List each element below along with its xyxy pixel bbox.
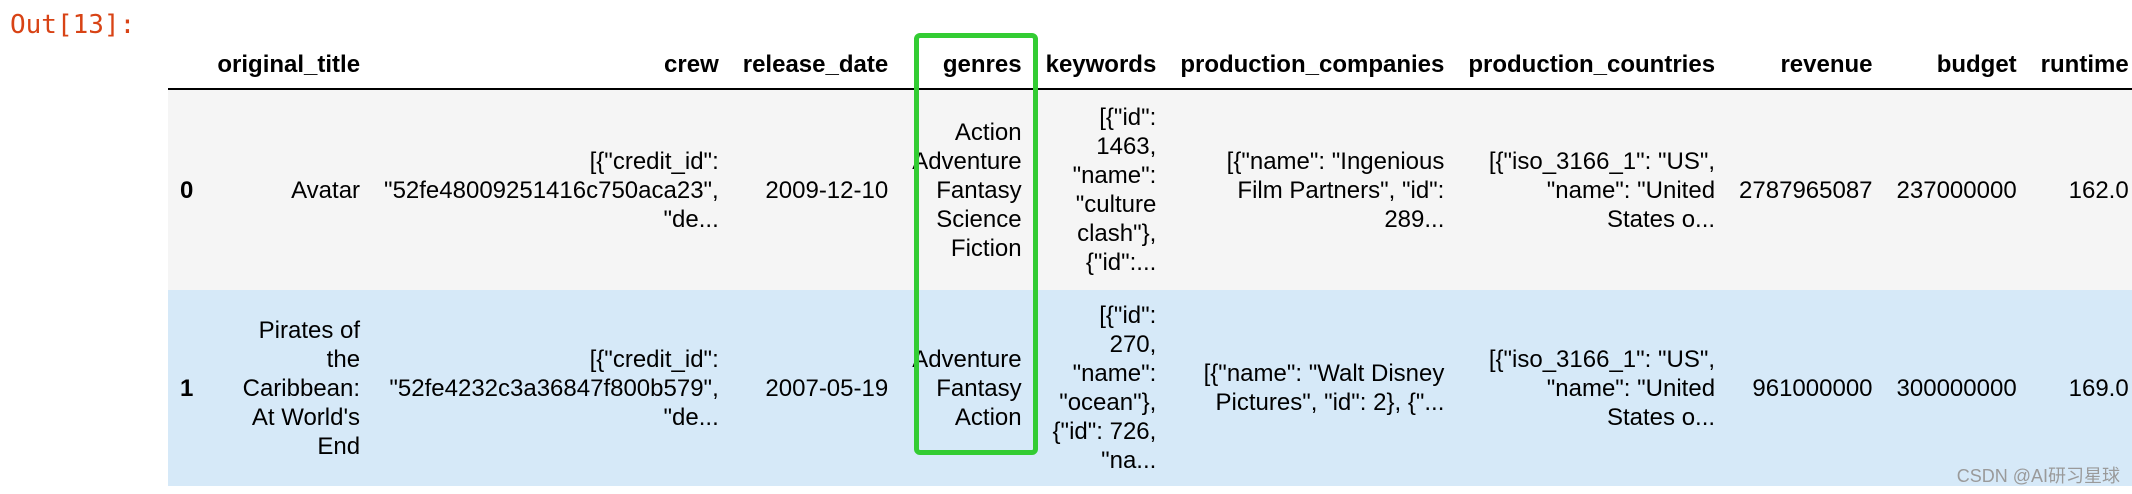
cell-runtime: 169.0 [2028, 290, 2132, 486]
cell-budget: 237000000 [1884, 89, 2029, 290]
cell-production-companies: [{"name": "Ingenious Film Partners", "id… [1168, 89, 1457, 290]
header-keywords: keywords [1033, 40, 1169, 90]
watermark: CSDN @AI研习星球 [1956, 466, 2120, 486]
cell-keywords: [{"id": 1463, "name": "culture clash"}, … [1033, 89, 1169, 290]
cell-production-countries: [{"iso_3166_1": "US", "name": "United St… [1456, 89, 1728, 290]
cell-keywords: [{"id": 270, "name": "ocean"}, {"id": 72… [1033, 290, 1169, 486]
dataframe-table: original_title crew release_date genres … [168, 40, 2132, 486]
table-row: 0 Avatar [{"credit_id": "52fe48009251416… [168, 89, 2132, 290]
header-crew: crew [372, 40, 731, 90]
cell-crew: [{"credit_id": "52fe4232c3a36847f800b579… [372, 290, 731, 486]
output-prompt: Out[13]: [10, 10, 136, 40]
header-index [168, 40, 206, 90]
cell-release-date: 2007-05-19 [730, 290, 901, 486]
header-production-companies: production_companies [1168, 40, 1457, 90]
header-genres: genres [900, 40, 1034, 90]
cell-genres: Action Adventure Fantasy Science Fiction [900, 89, 1034, 290]
header-original-title: original_title [205, 40, 373, 90]
header-release-date: release_date [730, 40, 901, 90]
cell-production-countries: [{"iso_3166_1": "US", "name": "United St… [1456, 290, 1728, 486]
header-production-countries: production_countries [1456, 40, 1728, 90]
row-index: 1 [168, 290, 206, 486]
header-row: original_title crew release_date genres … [168, 40, 2132, 90]
cell-production-companies: [{"name": "Walt Disney Pictures", "id": … [1168, 290, 1457, 486]
cell-revenue: 2787965087 [1727, 89, 1885, 290]
cell-revenue: 961000000 [1727, 290, 1885, 486]
cell-budget: 300000000 [1884, 290, 2029, 486]
cell-original-title: Pirates of the Caribbean: At World's End [205, 290, 373, 486]
cell-crew: [{"credit_id": "52fe48009251416c750aca23… [372, 89, 731, 290]
cell-genres: Adventure Fantasy Action [900, 290, 1034, 486]
header-runtime: runtime [2028, 40, 2132, 90]
cell-original-title: Avatar [205, 89, 373, 290]
row-index: 0 [168, 89, 206, 290]
cell-release-date: 2009-12-10 [730, 89, 901, 290]
cell-runtime: 162.0 [2028, 89, 2132, 290]
table-row: 1 Pirates of the Caribbean: At World's E… [168, 290, 2132, 486]
header-revenue: revenue [1727, 40, 1885, 90]
header-budget: budget [1884, 40, 2029, 90]
